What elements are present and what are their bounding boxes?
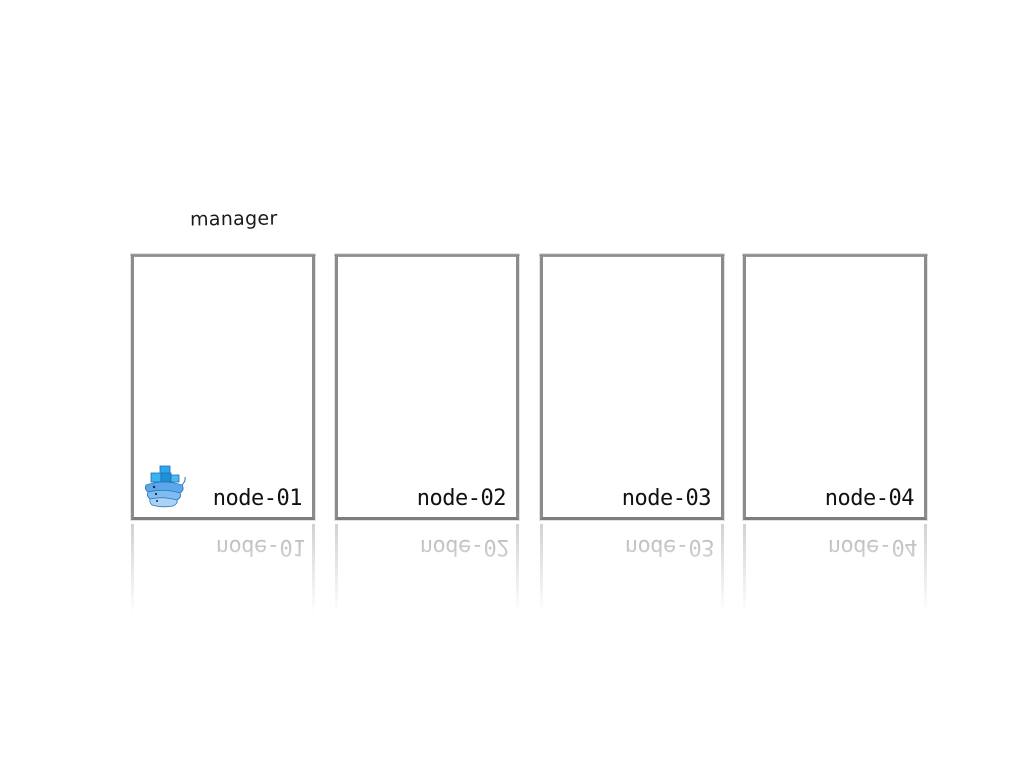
- node-name-label: node-03: [621, 486, 712, 511]
- node-name-label: node-04: [824, 486, 915, 511]
- node-reflection-label: node-03: [624, 534, 714, 559]
- manager-label: manager: [189, 207, 278, 231]
- node-reflection: node-01: [131, 524, 315, 614]
- node-box: node-03: [539, 254, 725, 520]
- node-box: node-04: [742, 254, 928, 520]
- node-box: node-01: [130, 254, 316, 520]
- node-04-card: node-04 node-04: [742, 254, 928, 614]
- node-reflection: node-02: [335, 524, 519, 614]
- docker-whale-icon: [144, 465, 186, 508]
- node-01-card: node-01 node-01: [130, 254, 316, 614]
- node-02-card: node-02 node-02: [334, 254, 520, 614]
- node-box: node-02: [334, 254, 520, 520]
- node-03-card: node-03 node-03: [539, 254, 725, 614]
- node-reflection: node-04: [743, 524, 927, 614]
- node-reflection: node-03: [540, 524, 724, 614]
- node-name-label: node-01: [212, 486, 303, 511]
- node-reflection-label: node-04: [827, 534, 917, 559]
- node-reflection-label: node-01: [215, 534, 305, 559]
- node-reflection-label: node-02: [419, 534, 509, 559]
- node-name-label: node-02: [416, 486, 507, 511]
